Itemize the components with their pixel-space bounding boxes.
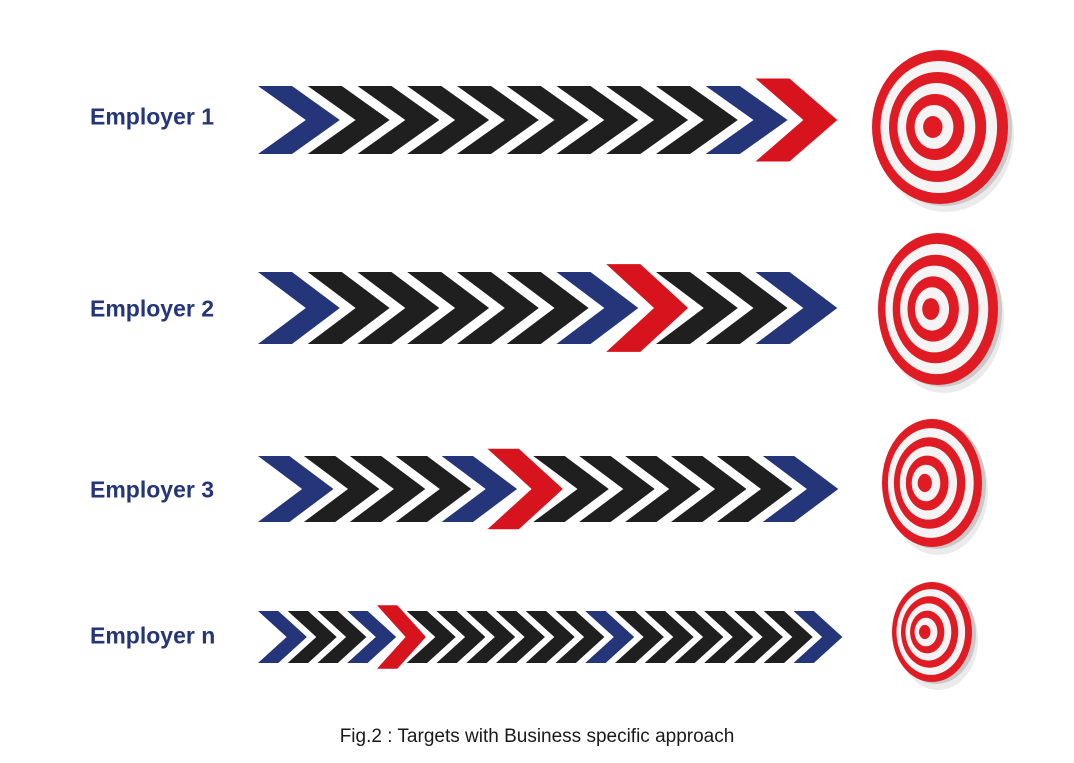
chevron-blue <box>762 456 839 522</box>
chevron-black <box>307 272 390 344</box>
chevron-red <box>755 78 838 162</box>
chevron-black <box>579 456 655 522</box>
chevron-black <box>606 86 689 154</box>
employer-label: Employer 3 <box>90 476 214 503</box>
chevron-blue <box>258 456 334 522</box>
chevron-row <box>258 605 843 669</box>
chevron-red <box>606 264 689 352</box>
chevron-black <box>644 611 694 663</box>
target-icon <box>878 233 1004 393</box>
employer-label: Employer 2 <box>90 295 214 322</box>
chevron-black <box>407 272 490 344</box>
chevron-blue <box>258 86 340 154</box>
chevron-black <box>307 86 390 154</box>
chevron-black <box>674 611 724 663</box>
chevron-blue <box>705 86 788 154</box>
chevron-red <box>487 448 563 530</box>
chevron-row <box>258 264 838 352</box>
chevron-black <box>615 611 664 663</box>
chevron-blue <box>347 611 397 663</box>
chevron-black <box>763 611 813 663</box>
chevron-black <box>656 86 738 154</box>
chevron-black <box>671 456 747 522</box>
chevron-black <box>406 611 456 663</box>
chevron-black <box>506 272 589 344</box>
chevron-blue <box>258 611 307 663</box>
chevron-black <box>705 272 788 344</box>
chevron-black <box>506 86 589 154</box>
chevron-black <box>349 456 426 522</box>
chevron-black <box>457 86 539 154</box>
chevron-black <box>395 456 472 522</box>
chevron-black <box>303 456 380 522</box>
chevron-black <box>317 611 367 663</box>
chevron-black <box>533 456 609 522</box>
chevron-black <box>525 611 575 663</box>
chevron-black <box>287 611 337 663</box>
target-icon <box>892 582 978 690</box>
chevron-black <box>407 86 490 154</box>
chevron-black <box>466 611 516 663</box>
chevron-blue <box>793 611 843 663</box>
chevron-blue <box>258 272 340 344</box>
chevron-black <box>656 272 738 344</box>
chevron-black <box>556 86 639 154</box>
chevron-row <box>258 448 839 530</box>
chevron-black <box>457 272 539 344</box>
chevron-blue <box>441 456 518 522</box>
chevron-black <box>357 86 440 154</box>
chevron-black <box>625 456 701 522</box>
chevron-blue <box>755 272 838 344</box>
figure-caption: Fig.2 : Targets with Business specific a… <box>339 726 735 747</box>
target-icon <box>882 419 988 555</box>
employer-label: Employer 1 <box>90 103 214 130</box>
employer-label: Employer n <box>90 622 216 649</box>
chevron-blue <box>556 272 639 344</box>
chevron-black <box>734 611 783 663</box>
target-icon <box>872 50 1014 212</box>
chevron-black <box>704 611 754 663</box>
chevron-blue <box>585 611 635 663</box>
chevron-black <box>716 456 793 522</box>
chevron-black <box>555 611 605 663</box>
chevron-black <box>357 272 440 344</box>
chevron-row <box>258 78 838 162</box>
chevron-black <box>436 611 486 663</box>
chevron-red <box>377 605 426 669</box>
chevron-black <box>496 611 545 663</box>
